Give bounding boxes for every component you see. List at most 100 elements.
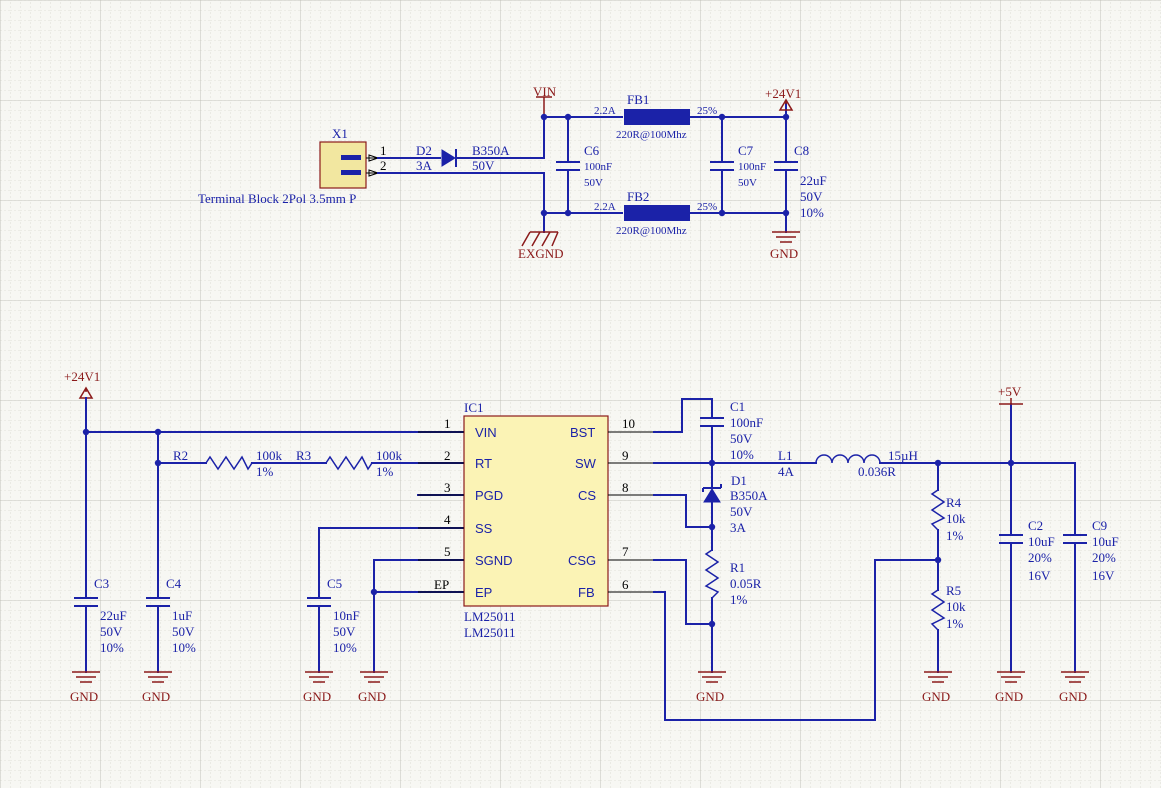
- c8-designator: C8: [794, 143, 809, 158]
- c5-voltage: 50V: [333, 624, 356, 639]
- ic1-pin-name: SGND: [475, 553, 513, 568]
- d2-part: B350A: [472, 143, 510, 158]
- gnd-label: GND: [70, 689, 98, 704]
- ic1-pin-number: 6: [622, 577, 629, 592]
- c4-value: 1uF: [172, 608, 192, 623]
- c2-capacitor-symbol[interactable]: [999, 534, 1023, 544]
- fb2-ferrite-symbol[interactable]: [624, 205, 690, 221]
- l1-dcr: 0.036R: [858, 464, 896, 479]
- c9-tolerance: 20%: [1092, 550, 1116, 565]
- r3-tolerance: 1%: [376, 464, 394, 479]
- plus24v-top-label: +24V1: [765, 86, 801, 101]
- ic1-pin-number: 8: [622, 480, 629, 495]
- ic1-pin-name: EP: [475, 585, 492, 600]
- c7-value: 100nF: [738, 161, 766, 173]
- ic1-pin-name: RT: [475, 456, 492, 471]
- ic1-pin-number: 1: [444, 416, 451, 431]
- wire-csg: [653, 559, 713, 625]
- c3-value: 22uF: [100, 608, 127, 623]
- r2-value: 100k: [256, 448, 283, 463]
- c2-tolerance: 20%: [1028, 550, 1052, 565]
- c4-voltage: 50V: [172, 624, 195, 639]
- gnd-symbols-bottom: [72, 671, 1089, 683]
- c6-voltage: 50V: [584, 177, 603, 189]
- c8-capacitor-symbol[interactable]: [774, 161, 798, 171]
- d1-designator: D1: [731, 473, 747, 488]
- c6-capacitor-symbol[interactable]: [556, 161, 580, 171]
- wire-cs: [653, 494, 713, 528]
- c7-designator: C7: [738, 143, 754, 158]
- c9-voltage: 16V: [1092, 568, 1115, 583]
- c1-capacitor-symbol[interactable]: [700, 417, 724, 427]
- fb1-value: 220R@100Mhz: [616, 129, 687, 141]
- gnd-label: GND: [995, 689, 1023, 704]
- r2-tolerance: 1%: [256, 464, 274, 479]
- ic1-pin-number: EP: [434, 577, 449, 592]
- c2-designator: C2: [1028, 518, 1043, 533]
- c7-capacitor-symbol[interactable]: [710, 161, 734, 171]
- c2-value: 10uF: [1028, 534, 1055, 549]
- r5-resistor-symbol[interactable]: [930, 589, 946, 631]
- r4-resistor-symbol[interactable]: [930, 489, 946, 531]
- ic1-right-pin-labels: 10 BST 9 SW 8 CS 7 CSG 6 FB: [568, 416, 635, 600]
- d1-diode-symbol[interactable]: [702, 484, 722, 503]
- gnd-label: GND: [303, 689, 331, 704]
- wire-fb: [653, 559, 939, 721]
- wire-bst: [653, 398, 713, 464]
- ic1-pin-name: CS: [578, 488, 596, 503]
- c4-designator: C4: [166, 576, 182, 591]
- exgnd-symbol: [521, 231, 559, 247]
- x1-terminal-block[interactable]: [319, 141, 380, 189]
- fb2-current: 2.2A: [594, 201, 616, 213]
- top-junction-dots: [540, 113, 790, 217]
- c3-voltage: 50V: [100, 624, 123, 639]
- x1-value: Terminal Block 2Pol 3.5mm P: [198, 191, 356, 206]
- r2-resistor-symbol[interactable]: [205, 455, 253, 471]
- c3-capacitor-symbol[interactable]: [74, 597, 98, 607]
- ic1-pin-number: 2: [444, 448, 451, 463]
- ic1-pin-number: 5: [444, 544, 451, 559]
- c9-designator: C9: [1092, 518, 1107, 533]
- plus24v-bottom-label: +24V1: [64, 369, 100, 384]
- fb1-current: 2.2A: [594, 105, 616, 117]
- ic1-pin-name: CSG: [568, 553, 596, 568]
- gnd-label: GND: [696, 689, 724, 704]
- r1-designator: R1: [730, 560, 745, 575]
- c1-designator: C1: [730, 399, 745, 414]
- r5-tolerance: 1%: [946, 616, 964, 631]
- ic1-lm25011[interactable]: [418, 415, 654, 607]
- ic1-pin-name: SS: [475, 521, 493, 536]
- c4-tolerance: 10%: [172, 640, 196, 655]
- x1-designator: X1: [332, 126, 348, 141]
- r2-designator: R2: [173, 448, 188, 463]
- ic1-part-2: LM25011: [464, 625, 516, 640]
- r4-tolerance: 1%: [946, 528, 964, 543]
- r1-value: 0.05R: [730, 576, 762, 591]
- r3-value: 100k: [376, 448, 403, 463]
- c1-value: 100nF: [730, 415, 763, 430]
- l1-current: 4A: [778, 464, 795, 479]
- fb1-ferrite-symbol[interactable]: [624, 109, 690, 125]
- c1-tolerance: 10%: [730, 447, 754, 462]
- c5-tolerance: 10%: [333, 640, 357, 655]
- c5-capacitor-symbol[interactable]: [307, 597, 331, 607]
- wire-d2-vin: [455, 116, 545, 159]
- fb2-tolerance: 25%: [697, 201, 717, 213]
- d1-voltage: 50V: [730, 504, 753, 519]
- r3-resistor-symbol[interactable]: [325, 455, 373, 471]
- gnd-label: GND: [142, 689, 170, 704]
- c9-capacitor-symbol[interactable]: [1063, 534, 1087, 544]
- vin-power-port: [536, 96, 552, 116]
- d2-current: 3A: [416, 158, 433, 173]
- r3-designator: R3: [296, 448, 311, 463]
- d2-voltage: 50V: [472, 158, 495, 173]
- r1-tolerance: 1%: [730, 592, 748, 607]
- bottom-junction-dots: [82, 428, 1015, 628]
- vin-label: VIN: [533, 84, 557, 99]
- r1-resistor-symbol[interactable]: [704, 549, 720, 599]
- c4-capacitor-symbol[interactable]: [146, 597, 170, 607]
- fb2-designator: FB2: [627, 189, 649, 204]
- d1-part: B350A: [730, 488, 768, 503]
- l1-inductor-symbol[interactable]: [815, 454, 881, 464]
